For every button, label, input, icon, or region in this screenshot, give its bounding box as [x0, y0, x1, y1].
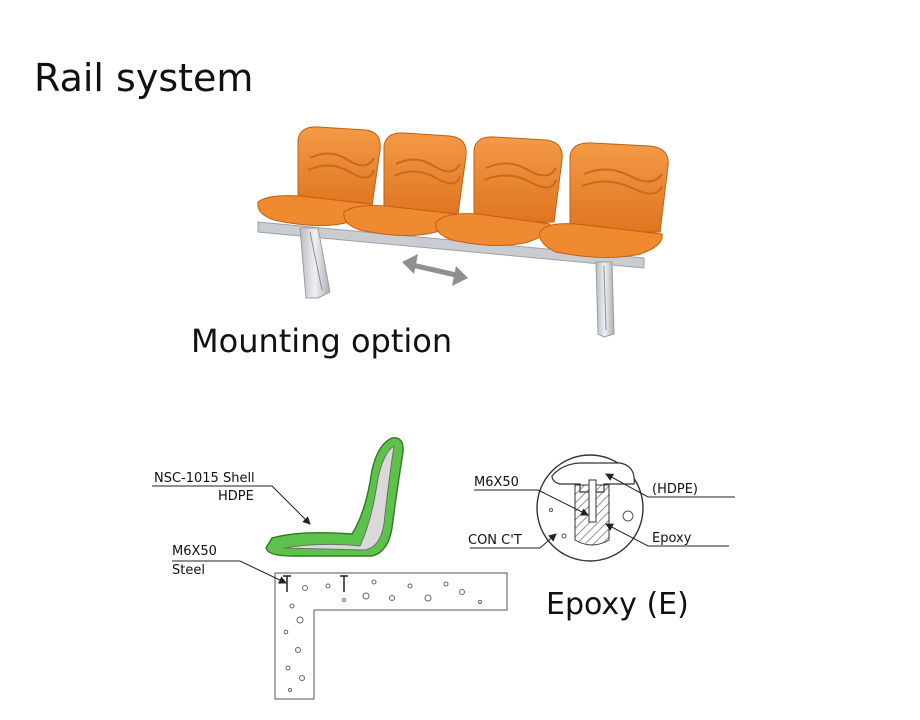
concrete-slab: [274, 572, 508, 700]
concrete-aggregate: [283, 579, 482, 692]
concrete-label: CON C'T: [468, 533, 522, 548]
bolt-label-left: M6X50: [172, 544, 217, 559]
seat-leg-left: [299, 227, 331, 299]
bolt-label-right: M6X50: [474, 475, 519, 490]
epoxy-title: Epoxy (E): [546, 587, 689, 622]
anchor-bolt-icon: [283, 575, 348, 592]
rail-seating-illustration: [257, 126, 669, 338]
shell-mounting-diagram: [152, 437, 508, 700]
page-title: Rail system: [34, 56, 254, 100]
detail-leader-lines: [470, 473, 735, 549]
detail-aggregate: [549, 508, 634, 539]
leader-lines: [152, 485, 311, 584]
seat-4: [539, 142, 669, 259]
double-headed-arrow-icon: [402, 254, 468, 286]
shell-label: NSC-1015 Shell: [154, 471, 255, 486]
seat-3: [435, 136, 563, 247]
epoxy-detail-diagram: [470, 454, 735, 562]
hdpe-label: (HDPE): [652, 482, 698, 497]
bolt-section: [588, 479, 597, 523]
shell-material-label: HDPE: [218, 489, 254, 504]
seat-2: [343, 132, 467, 237]
seat-1: [257, 126, 381, 227]
epoxy-label: Epoxy: [652, 531, 692, 546]
shell-base-section: [551, 462, 635, 493]
seat-leg-right: [595, 261, 615, 338]
seat-shell-section: [265, 437, 404, 557]
rail-beam: [257, 221, 645, 269]
bolt-material-label: Steel: [172, 563, 205, 578]
mounting-option-title: Mounting option: [191, 322, 453, 360]
